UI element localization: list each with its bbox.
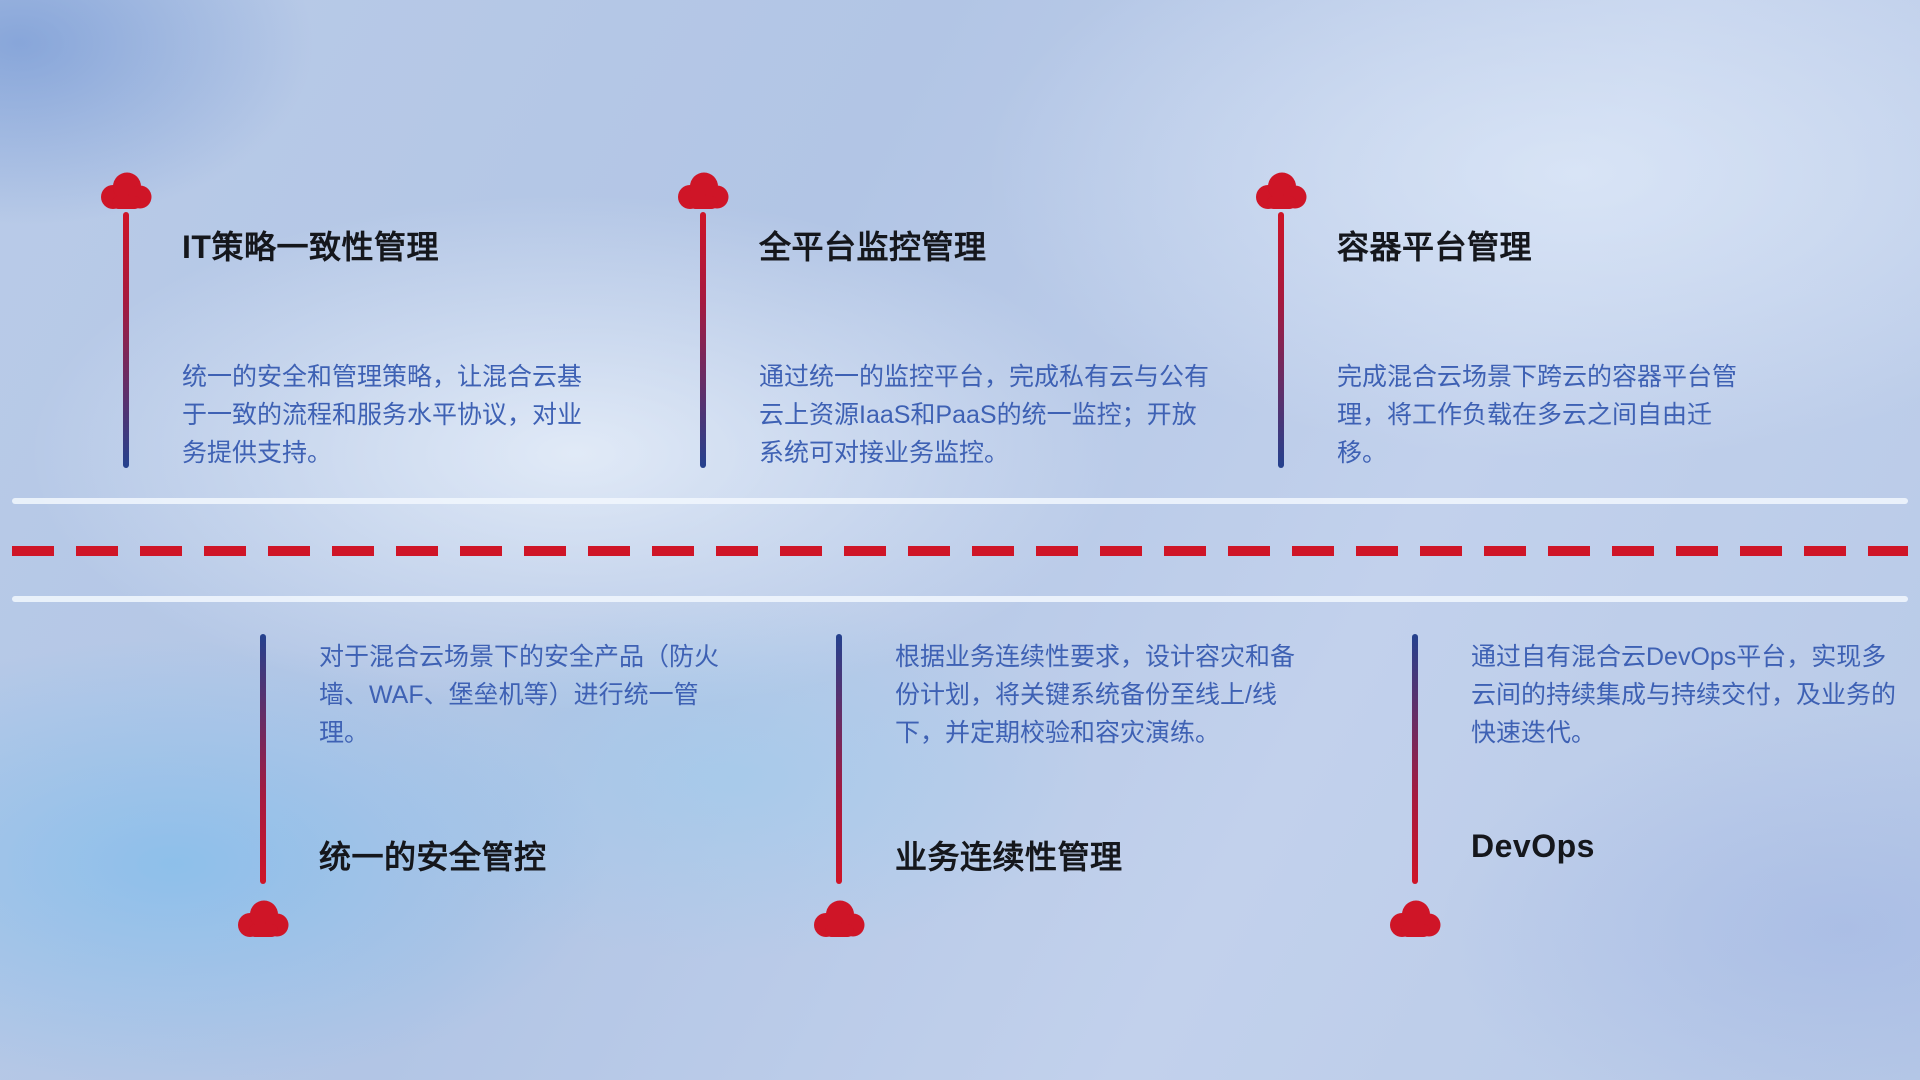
card-description-it-policy: 统一的安全和管理策略，让混合云基于一致的流程和服务水平协议，对业务提供支持。 — [182, 363, 583, 467]
card-title-container-platform: 容器平台管理 — [1337, 229, 1533, 265]
card-title-devops: DevOps — [1471, 828, 1595, 864]
cloud-icon — [1385, 896, 1445, 940]
divider-line-top — [12, 498, 1908, 504]
timeline-stem — [700, 212, 706, 468]
cloud-icon — [233, 896, 293, 940]
cloud-icon — [673, 168, 733, 212]
cloud-icon — [809, 896, 869, 940]
timeline-stem — [836, 634, 842, 884]
card-description-devops: 通过自有混合云DevOps平台，实现多云间的持续集成与持续交付，及业务的快速迭代… — [1471, 643, 1897, 747]
divider-line-bottom — [12, 596, 1908, 602]
card-description-business-continuity: 根据业务连续性要求，设计容灾和备份计划，将关键系统备份至线上/线下，并定期校验和… — [895, 643, 1296, 747]
card-description-container-platform: 完成混合云场景下跨云的容器平台管理，将工作负载在多云之间自由迁移。 — [1337, 363, 1738, 467]
cloud-icon — [1251, 168, 1311, 212]
timeline-stem — [1278, 212, 1284, 468]
cloud-icon — [96, 168, 156, 212]
timeline-stem — [260, 634, 266, 884]
card-description-monitoring: 通过统一的监控平台，完成私有云与公有云上资源IaaS和PaaS的统一监控；开放系… — [759, 363, 1210, 467]
card-title-business-continuity: 业务连续性管理 — [895, 839, 1123, 875]
timeline-stem — [1412, 634, 1418, 884]
card-title-security: 统一的安全管控 — [319, 839, 547, 875]
timeline-stem — [123, 212, 129, 468]
card-description-security: 对于混合云场景下的安全产品（防火墙、WAF、堡垒机等）进行统一管理。 — [319, 643, 720, 747]
card-title-monitoring: 全平台监控管理 — [759, 229, 987, 265]
card-title-it-policy: IT策略一致性管理 — [182, 229, 439, 265]
timeline-dashed-line — [12, 546, 1908, 556]
